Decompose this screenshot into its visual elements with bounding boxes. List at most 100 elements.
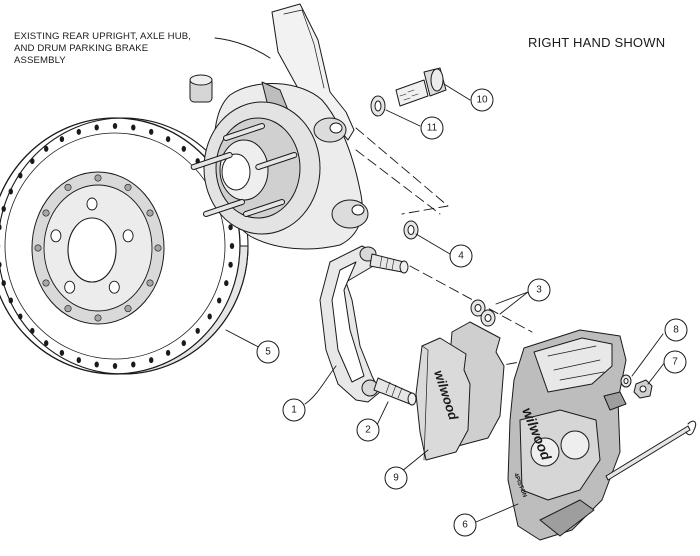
rotor-drill-holes bbox=[0, 123, 235, 369]
rotor-hat-bolt bbox=[94, 314, 102, 322]
callout-11-circle bbox=[420, 116, 444, 140]
rotor-hat-bolt bbox=[64, 305, 72, 313]
rotor-drill-hole bbox=[207, 313, 212, 320]
callout-11-number: 11 bbox=[427, 123, 438, 134]
rotor-drill-hole bbox=[165, 349, 171, 356]
callout-3-number: 3 bbox=[536, 285, 542, 296]
callout-8-circle bbox=[664, 318, 688, 342]
washer-4 bbox=[403, 220, 419, 240]
rotor-drill-hole bbox=[149, 357, 154, 364]
brake-caliper bbox=[507, 329, 627, 541]
assembly-note-line-1: EXISTING REAR UPRIGHT, AXLE HUB, bbox=[14, 31, 191, 42]
view-orientation-note: RIGHT HAND SHOWN bbox=[528, 35, 666, 50]
bleed-screw bbox=[620, 374, 632, 388]
callout-1-number: 1 bbox=[291, 405, 297, 416]
wheel-studs bbox=[190, 123, 298, 217]
rotor-drill-hole bbox=[112, 123, 118, 129]
bracket-stud-upper bbox=[369, 253, 409, 274]
rotor-drill-hole bbox=[131, 124, 136, 131]
callout-10-number: 10 bbox=[476, 95, 488, 106]
callout-10-circle bbox=[470, 88, 494, 112]
rotor-drill-hole bbox=[30, 327, 35, 334]
rotor-drill-hole bbox=[1, 205, 6, 212]
rotor-hat-bolt bbox=[146, 279, 154, 287]
rotor-lug-hole bbox=[108, 280, 120, 294]
rotor-hat-bolt bbox=[146, 209, 154, 217]
callout-3-circle bbox=[527, 278, 551, 302]
rotor-hat-bolt bbox=[42, 279, 50, 287]
rotor-drill-hole bbox=[94, 361, 99, 368]
rear-upright-hub bbox=[189, 3, 369, 250]
rotor-drill-hole bbox=[76, 357, 82, 364]
rotor-drill-hole bbox=[165, 136, 171, 143]
shim-washers bbox=[470, 299, 496, 327]
rotor-hat-bolt bbox=[94, 174, 102, 182]
rotor-drill-hole bbox=[228, 261, 233, 268]
rotor-hat-bolt bbox=[64, 183, 72, 191]
rotor-drill-hole bbox=[8, 297, 13, 304]
callout-4-circle bbox=[449, 244, 473, 268]
wheel-stud-shank bbox=[244, 200, 284, 216]
rotor-lug-hole bbox=[64, 280, 76, 294]
assembly-note-line-2: AND DRUM PARKING BRAKE bbox=[14, 43, 149, 54]
rotor-drill-hole bbox=[44, 145, 49, 152]
upright-arm bbox=[271, 3, 355, 141]
rotor-drill-hole bbox=[1, 280, 6, 287]
rotor-drill-hole bbox=[217, 297, 222, 304]
rotor-lug-hole bbox=[122, 229, 134, 243]
rotor-hat-bolts bbox=[34, 174, 162, 322]
rotor-center-bore bbox=[67, 217, 117, 283]
rotor-drill-hole bbox=[59, 349, 65, 356]
callout-2-circle bbox=[356, 418, 380, 442]
rotor-lug-hole bbox=[50, 229, 62, 243]
brake-pad-front bbox=[415, 337, 471, 461]
callout-markers bbox=[256, 88, 688, 537]
brake-pads bbox=[415, 321, 505, 461]
assembly-note-leader bbox=[214, 37, 271, 59]
rotor-drill-hole bbox=[181, 340, 186, 347]
rotor-lug-hole bbox=[86, 197, 98, 211]
rotor-drill-hole bbox=[8, 188, 13, 195]
rotor-drill-hole bbox=[0, 261, 2, 268]
washer-11 bbox=[370, 95, 386, 117]
rotor-drill-hole bbox=[0, 224, 2, 231]
brake-rotor bbox=[0, 117, 249, 375]
rotor-drill-hole bbox=[181, 145, 186, 152]
callout-9-circle bbox=[384, 466, 408, 490]
callout-4-number: 4 bbox=[458, 251, 464, 262]
callout-7-number: 7 bbox=[672, 357, 678, 368]
rotor-drill-hole bbox=[30, 158, 35, 165]
wheel-stud-shank bbox=[256, 153, 297, 169]
pad-retainer-pin bbox=[605, 420, 697, 481]
callout-6-circle bbox=[453, 513, 477, 537]
rotor-drill-hole bbox=[18, 313, 23, 320]
rotor-hat-bolt bbox=[124, 305, 132, 313]
rotor-drill-hole bbox=[149, 128, 154, 135]
callout-7-circle bbox=[663, 350, 687, 374]
callout-5-circle bbox=[256, 340, 280, 364]
callout-1-circle bbox=[282, 398, 306, 422]
callout-9-number: 9 bbox=[393, 473, 399, 484]
rotor-drill-hole bbox=[76, 128, 82, 135]
callout-numbers: 1 2 3 4 5 6 7 8 9 10 11 bbox=[265, 95, 679, 531]
rotor-hat-bolt bbox=[34, 244, 42, 252]
rotor-hat-bolt bbox=[42, 209, 50, 217]
rotor-drill-hole bbox=[18, 172, 23, 179]
bleed-nut bbox=[633, 379, 653, 399]
rotor-drill-hole bbox=[112, 363, 118, 369]
bracket-stud-lower bbox=[373, 377, 417, 406]
rotor-drill-hole bbox=[228, 224, 233, 231]
rotor-hat-bolt bbox=[154, 244, 162, 252]
callout-2-number: 2 bbox=[365, 425, 371, 436]
assembly-note: EXISTING REAR UPRIGHT, AXLE HUB, AND DRU… bbox=[14, 31, 191, 67]
wheel-stud-shank bbox=[204, 200, 244, 216]
rotor-drill-hole bbox=[94, 124, 99, 131]
wheel-stud-shank bbox=[224, 124, 264, 140]
caliper-mounting-bracket bbox=[319, 245, 381, 403]
rotor-hat-bolt bbox=[124, 183, 132, 191]
callout-6-number: 6 bbox=[462, 520, 468, 531]
callout-8-number: 8 bbox=[673, 325, 679, 336]
rotor-drill-hole bbox=[224, 280, 229, 287]
rotor-drill-hole bbox=[229, 243, 235, 249]
